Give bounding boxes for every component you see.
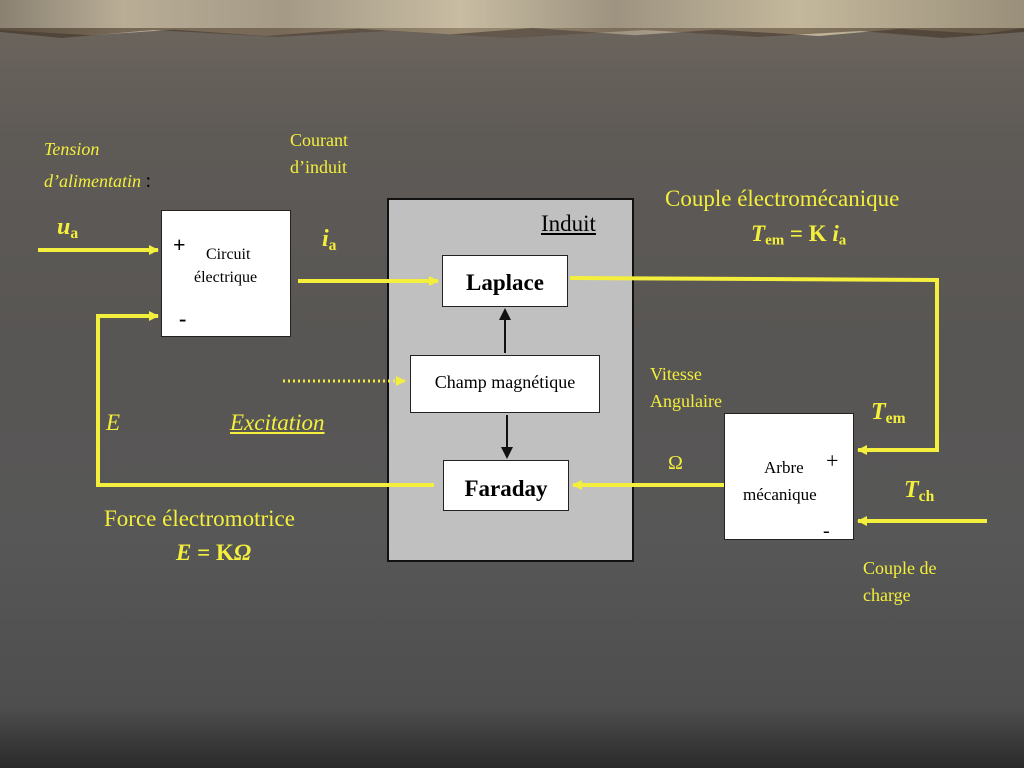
- laplace-block: [442, 255, 568, 307]
- circuit-electrique-block: [161, 210, 291, 337]
- courant-label-line1: Courant: [290, 130, 348, 150]
- tem-path: [569, 276, 939, 455]
- tension-label-line1: Tension: [44, 139, 100, 159]
- omega-label: Ω: [668, 452, 683, 474]
- laplace-label: Laplace: [466, 270, 544, 295]
- tch-var: T: [904, 477, 919, 503]
- tem-var: T: [871, 399, 886, 425]
- champ-magnetique-label: Champ magnétique: [434, 372, 576, 392]
- ua-sub: a: [70, 224, 79, 242]
- top-paper-shadow: [0, 28, 1024, 38]
- faraday-label: Faraday: [464, 476, 548, 501]
- tension-label-text: d’alimentatin: [44, 171, 141, 191]
- faraday-block: [443, 460, 569, 511]
- circuit-minus-sign: -: [179, 306, 187, 331]
- tem-label: Tem: [871, 399, 906, 428]
- fem-eq-var2: Ω: [233, 540, 252, 565]
- arbre-label-line1: Arbre: [764, 458, 804, 477]
- ua-var: u: [57, 214, 71, 240]
- couple-em-equation: Tem = K ia: [751, 221, 846, 250]
- induit-label: Induit: [541, 211, 596, 236]
- champ-magnetique-block: [410, 355, 600, 413]
- arbre-label-line2: mécanique: [743, 485, 817, 504]
- tension-colon: :: [145, 170, 152, 192]
- couple-em-eq-mid: = K: [784, 221, 833, 246]
- arbre-mecanique-block: [724, 413, 854, 540]
- ua-label: ua: [57, 214, 78, 243]
- ia-sub: a: [328, 236, 337, 254]
- circuit-label-line1: Circuit: [206, 246, 251, 263]
- vitesse-label-line2: Angulaire: [650, 391, 722, 411]
- couple-em-eq-sub2: a: [838, 232, 847, 249]
- tension-label-line2: d’alimentatin :: [44, 170, 151, 193]
- couple-em-title: Couple électromécanique: [665, 186, 900, 211]
- couple-charge-line2: charge: [863, 585, 911, 605]
- fem-title: Force électromotrice: [104, 506, 295, 531]
- fem-eq-var: E: [176, 540, 192, 565]
- couple-em-eq-var2: i: [832, 221, 839, 246]
- arbre-plus-sign: +: [826, 448, 839, 473]
- circuit-plus-sign: +: [173, 232, 186, 257]
- e-feedback-path: [96, 311, 434, 487]
- excitation-label: Excitation: [230, 410, 325, 435]
- circuit-label-line2: électrique: [194, 269, 258, 286]
- vitesse-label-line1: Vitesse: [650, 364, 702, 384]
- ia-label: ia: [322, 226, 336, 255]
- couple-charge-line1: Couple de: [863, 558, 937, 578]
- couple-em-eq-var: T: [751, 221, 766, 246]
- fem-eq-mid: = K: [191, 540, 234, 565]
- ia-var: i: [322, 226, 329, 252]
- arbre-minus-sign: -: [823, 520, 830, 542]
- tch-sub: ch: [918, 487, 935, 505]
- courant-label-line2: d’induit: [290, 157, 347, 177]
- tem-sub: em: [885, 409, 906, 427]
- couple-em-eq-sub: em: [765, 232, 785, 249]
- tch-label: Tch: [904, 477, 934, 506]
- e-label: E: [106, 410, 121, 435]
- fem-equation: E = KΩ: [176, 540, 251, 566]
